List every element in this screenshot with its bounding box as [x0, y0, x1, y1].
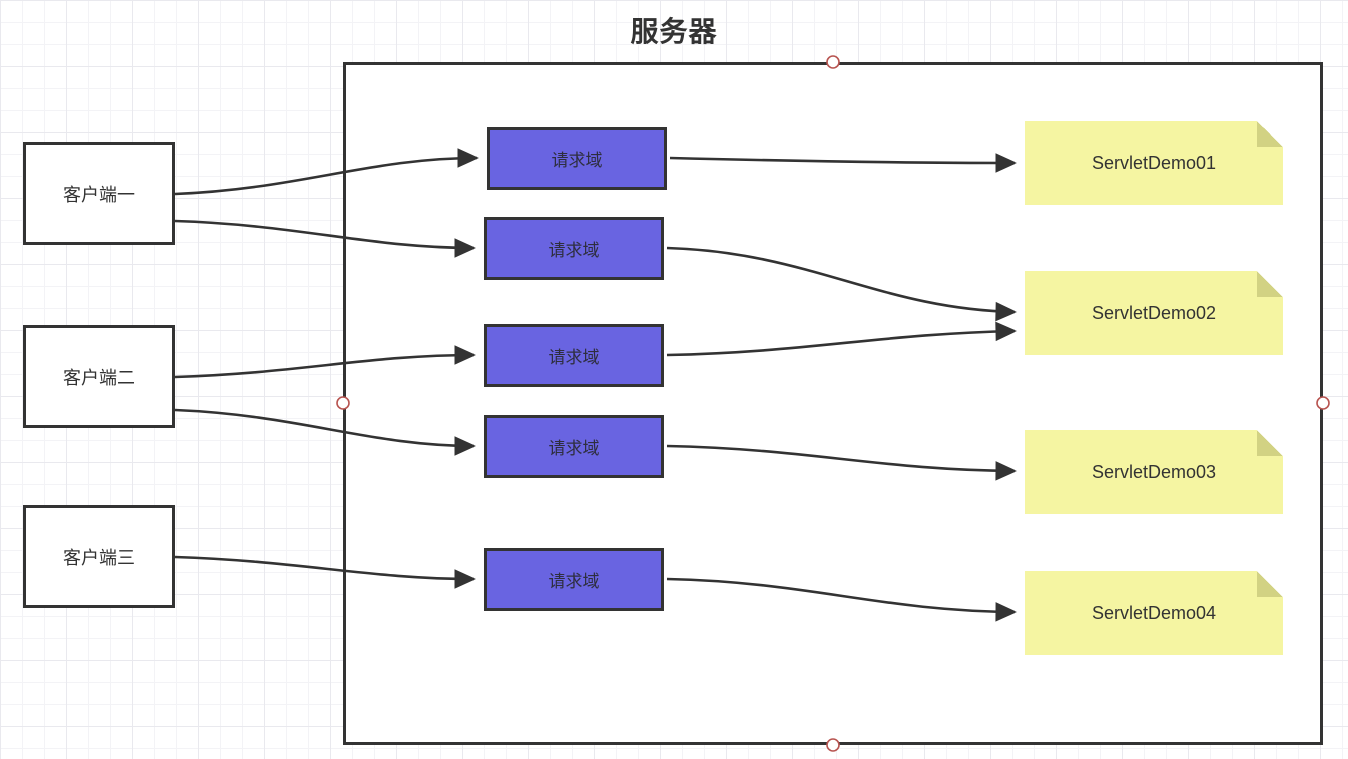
arrow-client2-to-req4[interactable]	[174, 408, 476, 456]
servlet-note-3[interactable]: ServletDemo03	[1025, 430, 1283, 514]
arrow-client1-to-req1[interactable]	[174, 148, 479, 196]
diagram-title[interactable]: 服务器	[630, 16, 718, 47]
servlet-note-3-label: ServletDemo03	[1091, 461, 1217, 482]
request-scope-node-5[interactable]: 请求域	[484, 548, 664, 611]
client-node-1[interactable]: 客户端一	[23, 142, 175, 245]
request-scope-node-2-label: 请求域	[548, 241, 600, 260]
servlet-note-2[interactable]: ServletDemo02	[1025, 271, 1283, 355]
client-node-3[interactable]: 客户端三	[23, 505, 175, 608]
client-node-3-label: 客户端三	[63, 547, 135, 568]
arrow-req1-to-servlet01[interactable]	[669, 153, 1017, 173]
request-scope-node-3[interactable]: 请求域	[484, 324, 664, 387]
note-folded-corner-icon	[1257, 571, 1283, 597]
request-scope-node-1[interactable]: 请求域	[487, 127, 667, 190]
arrow-req4-to-servlet03[interactable]	[666, 444, 1017, 481]
request-scope-node-4[interactable]: 请求域	[484, 415, 664, 478]
note-folded-corner-icon	[1257, 271, 1283, 297]
servlet-note-1[interactable]: ServletDemo01	[1025, 121, 1283, 205]
arrow-req2-to-servlet02[interactable]	[666, 246, 1017, 322]
arrow-client3-to-req5[interactable]	[174, 555, 476, 589]
request-scope-node-5-label: 请求域	[548, 572, 600, 591]
arrow-req3-to-servlet02[interactable]	[666, 321, 1017, 357]
servlet-note-2-label: ServletDemo02	[1091, 302, 1217, 323]
note-folded-corner-icon	[1257, 430, 1283, 456]
servlet-note-1-label: ServletDemo01	[1091, 152, 1217, 173]
client-node-1-label: 客户端一	[63, 184, 135, 205]
arrow-client2-to-req3[interactable]	[174, 345, 476, 379]
arrow-req5-to-servlet04[interactable]	[666, 577, 1017, 622]
request-scope-node-3-label: 请求域	[548, 348, 600, 367]
client-node-2[interactable]: 客户端二	[23, 325, 175, 428]
arrow-client1-to-req2[interactable]	[174, 219, 476, 258]
note-folded-corner-icon	[1257, 121, 1283, 147]
request-scope-node-1-label: 请求域	[551, 151, 603, 170]
servlet-note-4[interactable]: ServletDemo04	[1025, 571, 1283, 655]
request-scope-node-2[interactable]: 请求域	[484, 217, 664, 280]
request-scope-node-4-label: 请求域	[548, 439, 600, 458]
servlet-note-4-label: ServletDemo04	[1091, 602, 1217, 623]
client-node-2-label: 客户端二	[63, 367, 135, 388]
